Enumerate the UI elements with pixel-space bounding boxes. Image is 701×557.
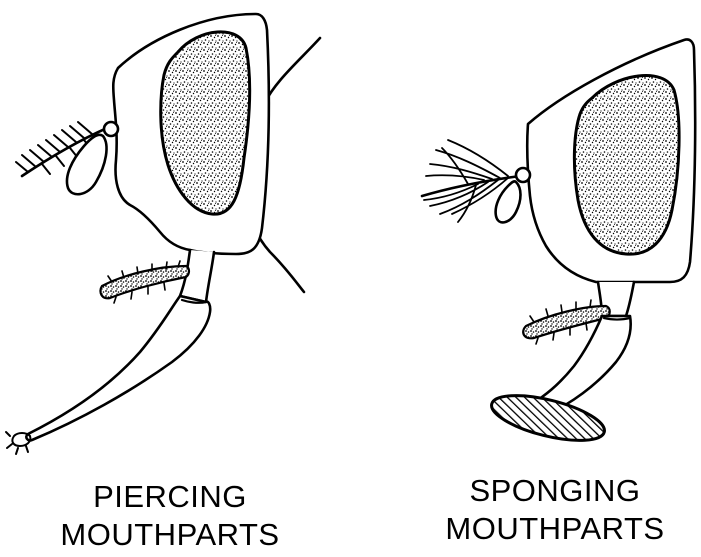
sponging-caption-line2: MOUTHPARTS (420, 510, 690, 548)
sponging-fly-head (422, 39, 695, 449)
piercing-fly-head (6, 14, 320, 454)
piercing-antenna-base (104, 122, 118, 136)
piercing-caption-line2: MOUTHPARTS (40, 516, 300, 554)
sponging-antenna-base (516, 168, 530, 182)
sponging-compound-eye (574, 76, 679, 255)
sponging-caption: SPONGING MOUTHPARTS (420, 472, 690, 548)
piercing-proboscis (26, 296, 210, 440)
piercing-caption: PIERCING MOUTHPARTS (40, 478, 300, 554)
piercing-caption-line1: PIERCING (40, 478, 300, 516)
sponging-caption-line1: SPONGING (420, 472, 690, 510)
piercing-palp (100, 266, 189, 298)
sponging-antenna-segment (496, 181, 521, 222)
